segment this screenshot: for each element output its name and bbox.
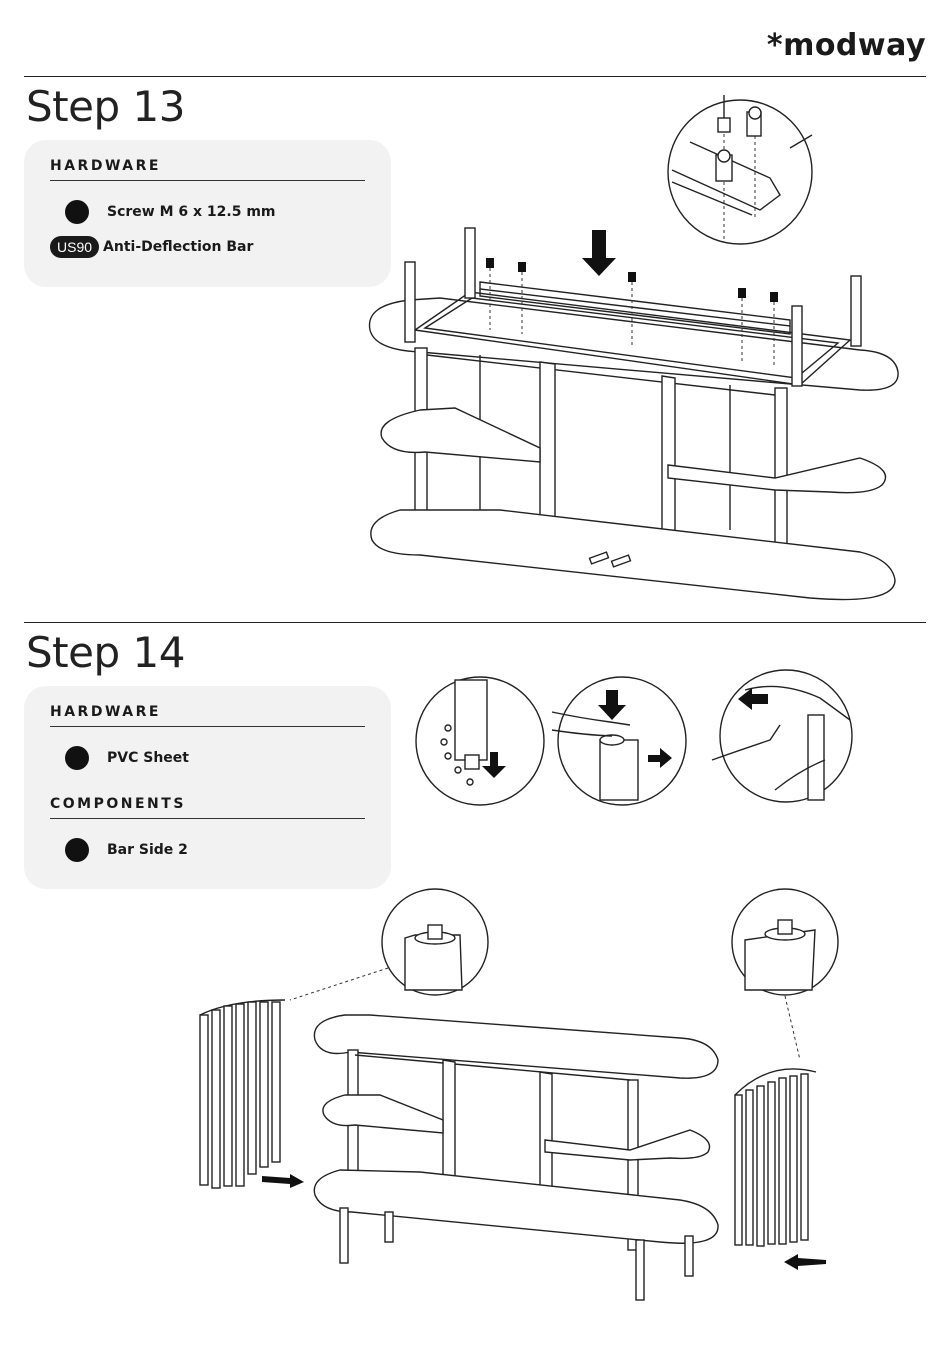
step14-cabinet-illustration (0, 0, 950, 1369)
